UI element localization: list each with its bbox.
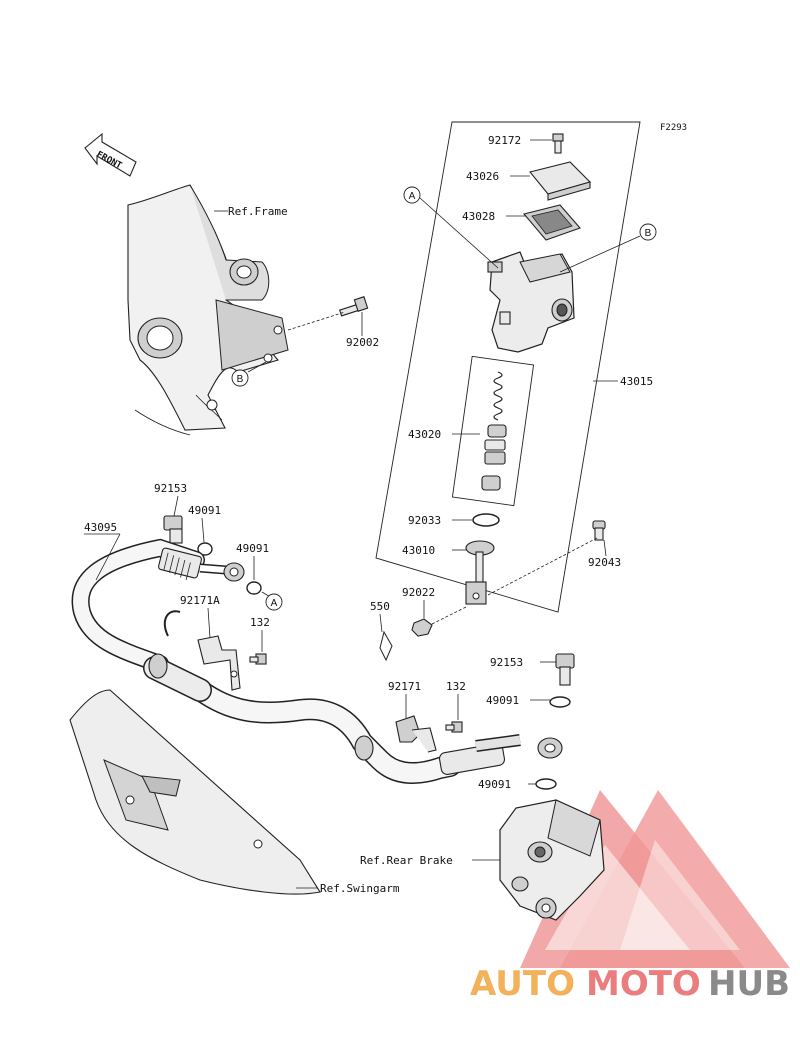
ref-swingarm-label: Ref.Swingarm [320, 882, 400, 895]
washer-49091c-icon [549, 696, 571, 708]
part-92022: 92022 [402, 586, 435, 599]
svg-text:MOTO: MOTO [586, 964, 701, 1004]
circlip-92033-icon [472, 513, 500, 527]
part-49091-right1: 49091 [486, 694, 519, 707]
svg-text:HUB: HUB [708, 964, 790, 1004]
watermark-triangle [520, 790, 790, 968]
part-49091-left2: 49091 [236, 542, 269, 555]
front-arrow-icon: FRONT [84, 132, 137, 177]
swingarm-drawing [69, 689, 321, 895]
washer-49091a-icon [197, 542, 213, 556]
callout-b-top [639, 223, 657, 241]
callout-a-hose [265, 593, 283, 611]
part-92171: 92171 [388, 680, 421, 693]
diagram-code: F2293 [660, 123, 687, 133]
part-43026: 43026 [466, 170, 499, 183]
part-132-left: 132 [250, 616, 270, 629]
part-92172: 92172 [488, 134, 521, 147]
master-cylinder-body [487, 251, 575, 353]
clamp-92171a-icon [163, 610, 241, 691]
rear-brake-caliper [499, 799, 605, 921]
svg-text:A: A [271, 598, 278, 609]
clamp-92171-icon [395, 715, 437, 753]
bolt-92002-icon [339, 296, 369, 317]
piston-kit-43020-box [451, 355, 535, 507]
part-49091-right2: 49091 [478, 778, 511, 791]
svg-text:B: B [237, 374, 244, 385]
part-43015: 43015 [620, 375, 653, 388]
assembly-43015-box [375, 121, 641, 613]
part-49091-left1: 49091 [188, 504, 221, 517]
svg-text:A: A [409, 191, 416, 202]
part-92002: 92002 [346, 336, 379, 349]
part-92033: 92033 [408, 514, 441, 527]
part-43028: 43028 [462, 210, 495, 223]
bolt-132b-icon [445, 721, 463, 733]
callout-b-frame [231, 369, 249, 387]
washer-49091b-icon [246, 581, 262, 595]
screw-92172-icon [552, 133, 564, 154]
part-92153-left: 92153 [154, 482, 187, 495]
banjo-bolt-92153b-icon [555, 653, 575, 686]
brake-hose-43095 [71, 538, 245, 673]
watermark-logo: AUTO MOTO HUB [470, 964, 790, 1004]
svg-text:AUTO: AUTO [470, 964, 575, 1004]
diaphragm-43028-icon [523, 204, 581, 241]
part-132-right: 132 [446, 680, 466, 693]
ref-rear-brake-label: Ref.Rear Brake [360, 854, 453, 867]
pin-92043-icon [592, 520, 606, 541]
banjo-bolt-92153a-icon [163, 515, 183, 544]
brake-hose-lower [143, 653, 563, 785]
part-92171a: 92171A [180, 594, 220, 607]
washer-49091d-icon [535, 778, 557, 790]
part-43020: 43020 [408, 428, 441, 441]
cap-43026-icon [529, 161, 592, 201]
piston-kit-43020-icon [481, 371, 507, 491]
cotter-pin-550-icon [379, 630, 393, 662]
part-550: 550 [370, 600, 390, 613]
push-rod-43010-icon [465, 540, 495, 605]
nut-92022-icon [411, 618, 433, 637]
callout-a-top [403, 186, 421, 204]
part-43010: 43010 [402, 544, 435, 557]
bolt-132a-icon [249, 653, 267, 665]
svg-text:B: B [645, 228, 652, 239]
part-43095: 43095 [84, 521, 117, 534]
part-92153-right: 92153 [490, 656, 523, 669]
frame-drawing [127, 184, 289, 436]
part-92043: 92043 [588, 556, 621, 569]
ref-frame-label: Ref.Frame [228, 205, 288, 218]
